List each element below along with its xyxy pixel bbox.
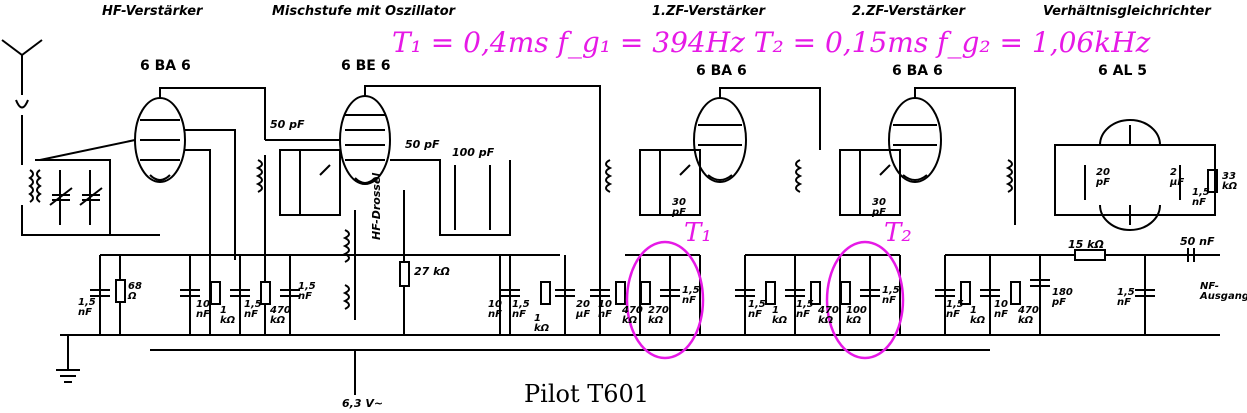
marker-t1: T₁: [684, 218, 712, 248]
label-r-1k-d: 1 kΩ: [970, 305, 986, 326]
label-c-180pf: 180 pF: [1052, 287, 1073, 308]
label-c-50pf-b: 50 pF: [405, 138, 440, 151]
label-c-15nf-f: 1,5 nF: [748, 299, 766, 320]
label-c-50nf: 50 nF: [1180, 235, 1215, 248]
time-constant-equation: T₁ = 0,4ms f_g₁ = 394Hz T₂ = 0,15ms f_g₂…: [392, 26, 1151, 59]
label-c-10nf-c: 10 nF: [598, 299, 612, 320]
label-heater: 6,3 V~: [342, 397, 384, 410]
label-c-10nf-a: 10 nF: [196, 299, 210, 320]
tube-label-if1: 6 BA 6: [696, 63, 747, 79]
section-if2: 2.ZF-Verstärker: [852, 4, 965, 19]
heater-line: [150, 349, 990, 395]
tube-if1: [693, 97, 747, 183]
label-c-30pf-a: 30 pF: [672, 197, 686, 218]
label-c-15nf-i: 1,5 nF: [946, 299, 964, 320]
section-ratio: Verhältnisgleichrichter: [1043, 4, 1211, 19]
label-r-68: 68 Ω: [128, 281, 142, 302]
antenna-lead: [21, 115, 160, 236]
label-r-470k-c: 470 kΩ: [818, 305, 839, 326]
caption: Pilot T601: [524, 380, 650, 408]
label-c-15nf-c: 1,5 nF: [298, 281, 316, 302]
label-c-15nf-b: 1,5 nF: [244, 299, 262, 320]
label-r-470k-a: 470 kΩ: [270, 305, 291, 326]
ground-symbol: [56, 335, 80, 383]
input-coil: [28, 169, 42, 203]
label-c-30pf-b: 30 pF: [872, 197, 886, 218]
label-r-27k: 27 kΩ: [414, 265, 450, 278]
section-hf: HF-Verstärker: [102, 4, 203, 19]
label-c-15nf-k: 1,5 nF: [1117, 287, 1135, 308]
label-c-20pf: 20 pF: [1096, 167, 1110, 188]
label-c-15nf-j: 1,5 nF: [1192, 187, 1210, 208]
label-hf-choke: HF-Drossel: [370, 172, 383, 240]
tube-label-if2: 6 BA 6: [892, 63, 943, 79]
label-r-15k: 15 kΩ: [1068, 238, 1104, 251]
label-nf-output: NF- Ausgang: [1200, 281, 1247, 302]
label-r-1k-c: 1 kΩ: [772, 305, 788, 326]
label-c-20uf: 20 μF: [576, 299, 591, 320]
highlight-t1: [625, 240, 705, 360]
label-c-15nf-d: 1,5 nF: [512, 299, 530, 320]
label-c-15nf-h: 1,5 nF: [882, 285, 900, 306]
tube-if2: [888, 97, 942, 183]
label-c-10nf-d: 10 nF: [994, 299, 1008, 320]
tube-label-det: 6 AL 5: [1098, 63, 1147, 79]
label-r-1k-b: 1 kΩ: [534, 313, 550, 334]
tube-mixer: [339, 95, 391, 185]
label-r-100k: 100 kΩ: [846, 305, 867, 326]
label-c-100pf: 100 pF: [452, 146, 495, 159]
label-r-470k-b: 470 kΩ: [622, 305, 643, 326]
label-r-470k-d: 470 kΩ: [1018, 305, 1039, 326]
label-r-33k: 33 kΩ: [1222, 171, 1238, 192]
tube-label-hf: 6 BA 6: [140, 58, 191, 74]
label-c-15nf-a: 1,5 nF: [78, 297, 96, 318]
label-c-2uf: 2 μF: [1170, 167, 1185, 188]
label-c-10nf-b: 10 nF: [488, 299, 502, 320]
section-mixer: Mischstufe mit Oszillator: [272, 4, 456, 19]
label-r-270k: 270 kΩ: [648, 305, 669, 326]
label-c-15nf-g: 1,5 nF: [796, 299, 814, 320]
label-c-50pf-a: 50 pF: [270, 118, 305, 131]
tube-label-mixer: 6 BE 6: [341, 58, 391, 74]
label-r-1k-a: 1 kΩ: [220, 305, 236, 326]
antenna-symbol: [1, 39, 43, 109]
marker-t2: T₂: [884, 218, 912, 248]
label-c-15nf-e: 1,5 nF: [682, 285, 700, 306]
highlight-t2: [825, 240, 905, 360]
section-if1: 1.ZF-Verstärker: [652, 4, 765, 19]
